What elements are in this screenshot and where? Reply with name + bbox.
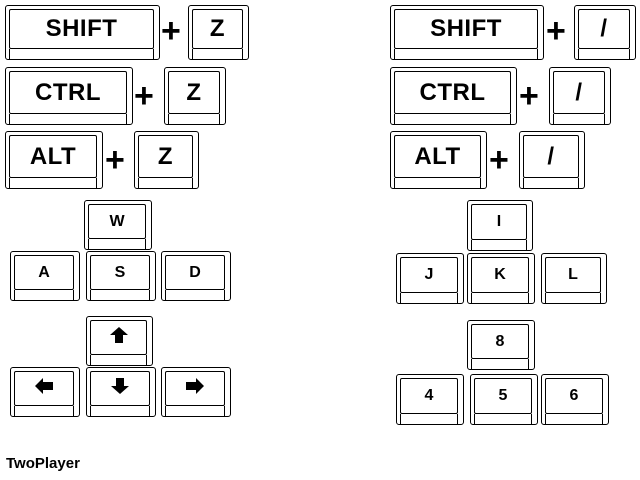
numpad-6-key: 6 <box>541 374 609 425</box>
key-label: W <box>109 212 125 230</box>
alt-key-p2: ALT <box>390 131 487 189</box>
key-label: 5 <box>498 387 508 404</box>
plus-sign: + <box>489 141 509 179</box>
z-key-p1-ctrl: Z <box>164 67 226 125</box>
key-label: Z <box>209 15 226 42</box>
k-key: K <box>467 253 535 304</box>
key-label: / <box>600 15 608 42</box>
down-arrow-key <box>86 367 156 417</box>
key-label: Z <box>186 78 202 106</box>
w-key: W <box>84 200 152 250</box>
key-label: CTRL <box>419 78 486 106</box>
z-key-p1-alt: Z <box>134 131 199 189</box>
numpad-8-key: 8 <box>467 320 535 370</box>
arrow-right-icon <box>184 376 206 401</box>
key-label: K <box>494 266 506 283</box>
arrow-up-icon <box>108 325 130 350</box>
ctrl-key-p2: CTRL <box>390 67 517 125</box>
j-key: J <box>396 253 464 304</box>
shift-key-p2: SHIFT <box>390 5 544 60</box>
footer-label: TwoPlayer <box>6 455 80 472</box>
slash-key-p2-shift: / <box>574 5 636 60</box>
s-key: S <box>86 251 156 301</box>
key-label: J <box>424 266 434 283</box>
plus-sign: + <box>161 12 181 50</box>
key-label: CTRL <box>35 78 101 106</box>
key-label: Z <box>157 142 174 170</box>
key-label: S <box>114 263 126 281</box>
key-label: D <box>189 263 201 281</box>
numpad-4-key: 4 <box>396 374 464 425</box>
key-label: / <box>575 78 583 106</box>
ctrl-key-p1: CTRL <box>5 67 133 125</box>
key-label: ALT <box>414 142 461 170</box>
a-key: A <box>10 251 80 301</box>
key-label: SHIFT <box>430 15 502 42</box>
key-label: 4 <box>424 387 434 404</box>
d-key: D <box>161 251 231 301</box>
key-label: 6 <box>569 387 579 404</box>
slash-key-p2-ctrl: / <box>549 67 611 125</box>
key-label: L <box>568 266 578 283</box>
shift-key-p1: SHIFT <box>5 5 160 60</box>
key-label: SHIFT <box>45 15 118 42</box>
key-label: I <box>496 213 502 230</box>
l-key: L <box>541 253 607 304</box>
alt-key-p1: ALT <box>5 131 103 189</box>
key-label: 8 <box>495 332 505 350</box>
plus-sign: + <box>134 77 154 115</box>
key-label: ALT <box>29 142 77 170</box>
slash-key-p2-alt: / <box>519 131 585 189</box>
numpad-5-key: 5 <box>470 374 538 425</box>
key-label: / <box>547 142 555 170</box>
plus-sign: + <box>105 141 125 179</box>
right-arrow-key <box>161 367 231 417</box>
z-key-p1-shift: Z <box>188 5 249 60</box>
plus-sign: + <box>546 12 566 50</box>
left-arrow-key <box>10 367 80 417</box>
arrow-left-icon <box>33 376 55 401</box>
key-label: A <box>38 263 50 281</box>
arrow-down-icon <box>109 376 131 401</box>
i-key: I <box>467 200 533 251</box>
up-arrow-key <box>86 316 153 366</box>
plus-sign: + <box>519 77 539 115</box>
